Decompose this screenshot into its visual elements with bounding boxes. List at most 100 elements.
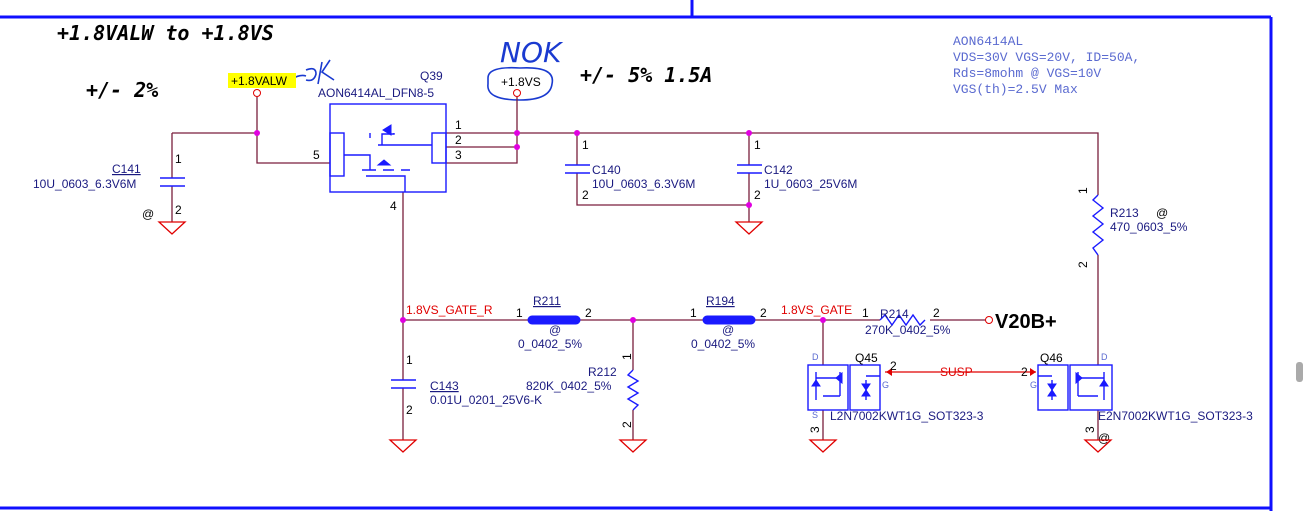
page-title: +1.8VALW to +1.8VS <box>57 21 274 45</box>
r212-ref: R212 <box>588 365 617 379</box>
pin-d: D <box>1101 352 1108 362</box>
at-marker: @ <box>722 323 734 337</box>
resistor-r214[interactable] <box>879 313 926 327</box>
q45-part: L2N7002KWT1G_SOT323-3 <box>830 409 984 423</box>
svg-text:VDS=30V VGS=20V, ID=50A,: VDS=30V VGS=20V, ID=50A, <box>953 50 1140 65</box>
resistor-r194[interactable] <box>702 315 756 325</box>
pin-number: 1 <box>1076 187 1090 194</box>
net-label-susp: SUSP <box>940 365 973 379</box>
ground-symbols <box>157 221 1113 453</box>
pin-number: 2 <box>754 188 761 202</box>
pin-number: 2 <box>406 403 413 417</box>
pin-number: 5 <box>313 148 320 162</box>
net-label-1p8vs[interactable]: +1.8VS <box>501 75 541 89</box>
tolerance-in: +/- 2% <box>86 78 158 102</box>
q46-ref: Q46 <box>1040 351 1063 365</box>
q39-ref: Q39 <box>420 69 443 83</box>
pin-number: 4 <box>390 199 397 213</box>
junctions <box>254 130 826 323</box>
net-label-1p8valw[interactable]: +1.8VALW <box>231 74 288 88</box>
at-marker: @ <box>1156 206 1168 220</box>
pin-number: 1 <box>406 353 413 367</box>
r211-value: 0_0402_5% <box>518 337 582 351</box>
c142-value: 1U_0603_25V6M <box>764 177 857 191</box>
mosfet-q46[interactable] <box>1037 364 1113 411</box>
c140-ref: C140 <box>592 163 621 177</box>
pin-number: 2 <box>455 133 462 147</box>
resistor-r212[interactable] <box>626 369 640 411</box>
handwritten-nok: NOK <box>487 36 564 101</box>
q45-ref: Q45 <box>855 351 878 365</box>
pin-number: 2 <box>760 306 767 320</box>
c143-value: 0.01U_0201_25V6-K <box>430 393 542 407</box>
handwritten-ok: OK <box>291 59 335 91</box>
c142-ref: C142 <box>764 163 793 177</box>
capacitor-c141[interactable] <box>160 177 185 187</box>
power-terminal-v20b[interactable] <box>985 316 993 324</box>
r214-value: 270K_0402_5% <box>865 323 951 337</box>
scrollbar-handle[interactable] <box>1296 362 1303 382</box>
svg-text:Rds=8mohm @ VGS=10V: Rds=8mohm @ VGS=10V <box>953 66 1101 81</box>
pin-number: 1 <box>455 118 462 132</box>
c141-value: 10U_0603_6.3V6M <box>33 177 136 191</box>
tolerance-out: +/- 5% 1.5A <box>580 63 712 87</box>
at-marker: @ <box>549 323 561 337</box>
pin-number: 3 <box>808 426 822 433</box>
pin-number: 1 <box>582 138 589 152</box>
pin-number: 1 <box>690 306 697 320</box>
net-label-v20b: V20B+ <box>995 311 1057 333</box>
sheet-border <box>0 0 1273 511</box>
c141-ref: C141 <box>112 162 141 176</box>
pin-number: 2 <box>620 421 634 428</box>
pin-number: 2 <box>933 306 940 320</box>
pin-number: 1 <box>862 306 869 320</box>
pin-g: G <box>882 380 889 390</box>
r214-ref: R214 <box>880 307 909 321</box>
r194-value: 0_0402_5% <box>691 337 755 351</box>
pin-number: 1 <box>516 306 523 320</box>
net-label-gate: 1.8VS_GATE <box>781 303 852 317</box>
capacitor-c143[interactable] <box>391 379 416 389</box>
pin-s: S <box>812 410 818 420</box>
pin-number: 2 <box>585 306 592 320</box>
pin-number: 1 <box>620 353 634 360</box>
at-marker: @ <box>142 207 154 221</box>
highlight <box>228 73 296 88</box>
handwritten-nok-text: NOK <box>500 36 564 69</box>
r212-value: 820K_0402_5% <box>526 379 612 393</box>
resistor-r213[interactable] <box>1091 194 1105 256</box>
at-marker: @ <box>1098 431 1110 445</box>
mosfet-q39[interactable] <box>329 103 447 193</box>
r213-value: 470_0603_5% <box>1110 220 1188 234</box>
pin-number: 2 <box>1076 261 1090 268</box>
resistor-r211[interactable] <box>527 315 581 325</box>
capacitor-c140[interactable] <box>565 164 590 174</box>
pin-number: 2 <box>175 203 182 217</box>
pin-number: 1 <box>754 138 761 152</box>
wires <box>171 97 1099 440</box>
svg-text:VGS(th)=2.5V Max: VGS(th)=2.5V Max <box>953 82 1078 97</box>
spec-note: AON6414AL VDS=30V VGS=20V, ID=50A, Rds=8… <box>953 34 1140 97</box>
pin-number: 2 <box>890 359 897 373</box>
pin-number: 3 <box>1083 426 1097 433</box>
c140-value: 10U_0603_6.3V6M <box>592 177 695 191</box>
pin-number: 3 <box>455 148 462 162</box>
pin-number: 2 <box>1021 365 1028 379</box>
r211-ref: R211 <box>533 294 561 308</box>
q39-part: AON6414AL_DFN8-5 <box>318 86 434 100</box>
pin-d: D <box>812 352 819 362</box>
pin-g: G <box>1030 380 1037 390</box>
mosfet-q45[interactable] <box>807 364 881 411</box>
power-terminal-1p8valw[interactable] <box>253 89 261 97</box>
net-label-gate-r: 1.8VS_GATE_R <box>406 303 493 317</box>
svg-text:OK: OK <box>300 89 302 91</box>
capacitor-c142[interactable] <box>737 164 762 174</box>
c143-ref: C143 <box>430 379 459 393</box>
q46-part: E2N7002KWT1G_SOT323-3 <box>1098 409 1253 423</box>
r213-ref: R213 <box>1110 206 1139 220</box>
power-terminal-1p8vs[interactable] <box>513 89 521 97</box>
r194-ref: R194 <box>706 294 735 308</box>
pin-number: 1 <box>175 152 182 166</box>
pin-number: 2 <box>582 188 589 202</box>
